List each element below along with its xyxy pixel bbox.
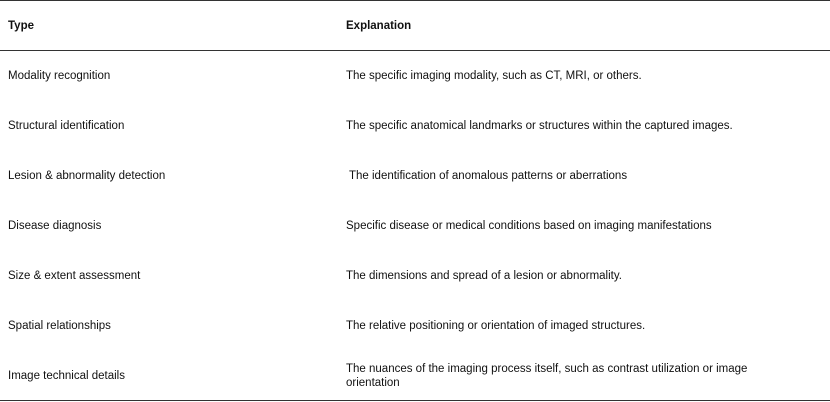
table-header-row: Type Explanation <box>0 1 830 50</box>
row-type: Size & extent assessment <box>8 270 141 282</box>
table-top-rule <box>0 0 830 1</box>
row-explanation: Specific disease or medical conditions b… <box>346 220 712 232</box>
table-row: Disease diagnosis Specific disease or me… <box>0 201 830 251</box>
table-row: Lesion & abnormality detection The ident… <box>0 151 830 201</box>
table-row: Structural identification The specific a… <box>0 101 830 151</box>
row-type: Structural identification <box>8 120 125 132</box>
row-explanation: The nuances of the imaging process itsel… <box>346 362 748 389</box>
row-type: Lesion & abnormality detection <box>8 170 166 182</box>
row-explanation: The specific anatomical landmarks or str… <box>346 120 733 132</box>
row-explanation: The specific imaging modality, such as C… <box>346 70 642 82</box>
header-type: Type <box>8 19 34 32</box>
row-type: Modality recognition <box>8 70 111 82</box>
row-type: Spatial relationships <box>8 320 111 332</box>
table-row: Spatial relationships The relative posit… <box>0 301 830 351</box>
table-row: Size & extent assessment The dimensions … <box>0 251 830 301</box>
table-bottom-rule <box>0 400 830 401</box>
row-explanation: The dimensions and spread of a lesion or… <box>346 270 622 282</box>
table-row: Image technical details The nuances of t… <box>0 351 830 400</box>
row-type: Image technical details <box>8 369 125 382</box>
row-type: Disease diagnosis <box>8 220 102 232</box>
row-explanation: The relative positioning or orientation … <box>346 320 646 332</box>
header-explanation: Explanation <box>346 19 412 32</box>
row-explanation: The identification of anomalous patterns… <box>346 170 628 182</box>
table-row: Modality recognition The specific imagin… <box>0 51 830 101</box>
table-header-rule <box>0 50 830 51</box>
